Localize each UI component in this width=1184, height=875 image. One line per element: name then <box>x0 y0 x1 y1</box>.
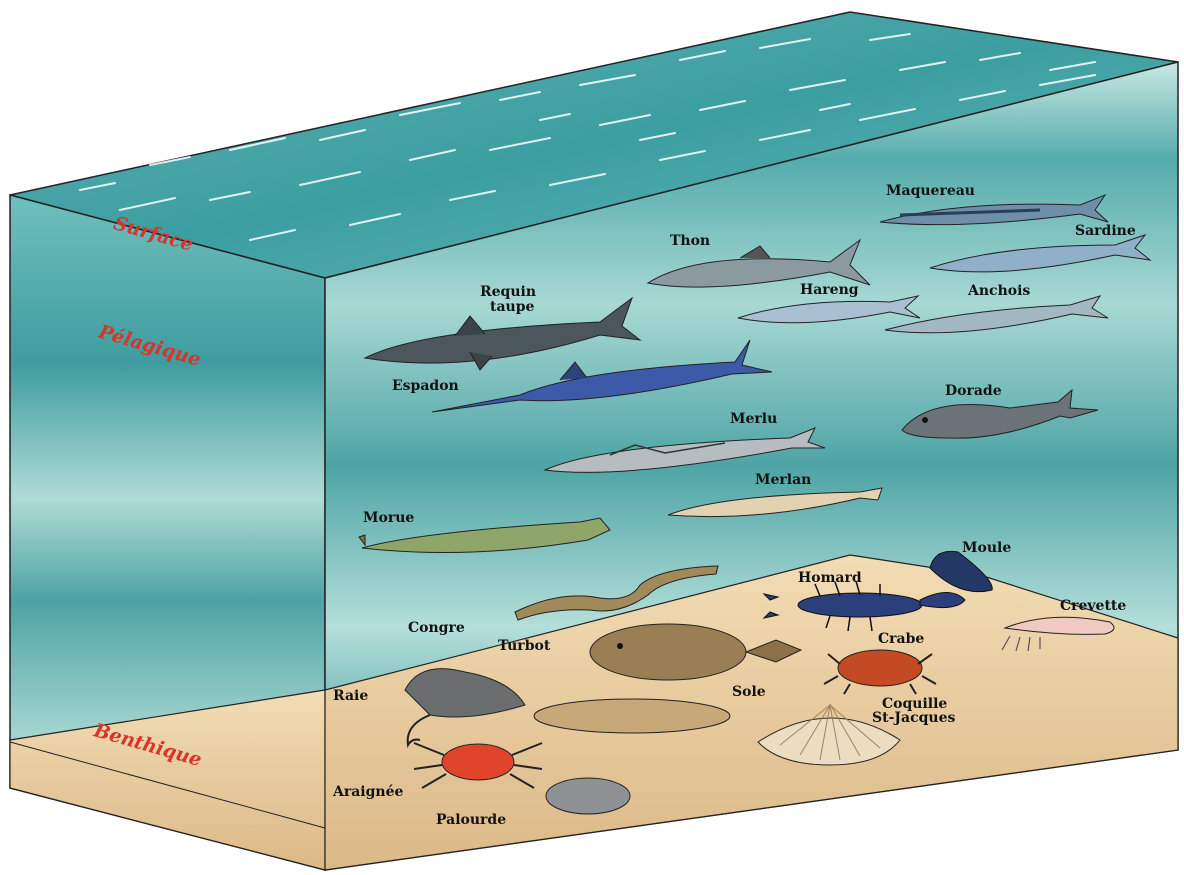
label-moule: Moule <box>962 540 1011 556</box>
label-maquereau: Maquereau <box>886 183 975 199</box>
label-homard: Homard <box>798 570 862 586</box>
label-anchois: Anchois <box>967 283 1030 299</box>
label-araignee: Araignée <box>332 784 404 800</box>
sole-illustration <box>534 699 730 733</box>
label-requin-line2: taupe <box>490 299 535 315</box>
label-raie: Raie <box>333 688 368 704</box>
label-turbot: Turbot <box>498 638 551 654</box>
label-hareng: Hareng <box>800 282 859 298</box>
label-dorade: Dorade <box>945 383 1002 399</box>
label-merlu: Merlu <box>730 411 777 427</box>
label-coquille-line2: St-Jacques <box>872 710 955 726</box>
label-morue: Morue <box>363 510 414 526</box>
label-sole: Sole <box>732 684 766 700</box>
label-crevette: Crevette <box>1060 598 1126 614</box>
label-espadon: Espadon <box>392 378 459 394</box>
label-sardine: Sardine <box>1075 223 1136 239</box>
label-crabe: Crabe <box>878 631 924 647</box>
label-congre: Congre <box>408 620 465 636</box>
label-palourde: Palourde <box>436 812 506 828</box>
label-requin-line1: Requin <box>480 284 536 300</box>
label-thon: Thon <box>670 233 710 249</box>
label-merlan: Merlan <box>755 472 811 488</box>
clam-illustration <box>546 778 630 814</box>
